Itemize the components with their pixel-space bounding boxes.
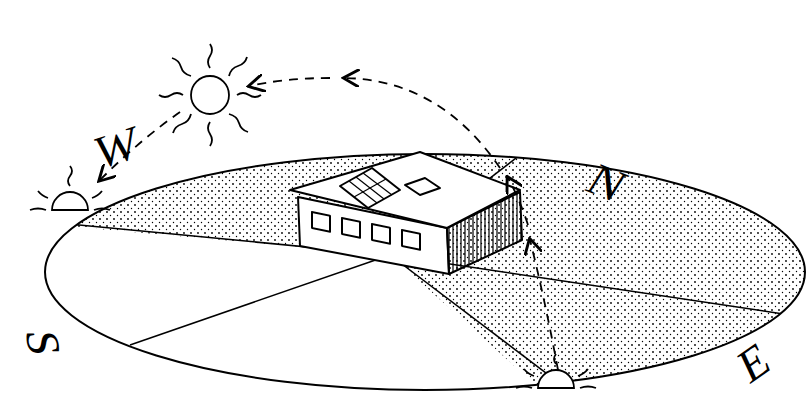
house [290, 152, 522, 274]
compass-letter: S [17, 330, 68, 355]
compass-letter: W [93, 118, 141, 178]
sun-symbol [159, 44, 261, 146]
compass-letter: E [733, 334, 776, 392]
sun-path-arc [100, 78, 558, 370]
rising-sun-symbol [30, 166, 596, 388]
